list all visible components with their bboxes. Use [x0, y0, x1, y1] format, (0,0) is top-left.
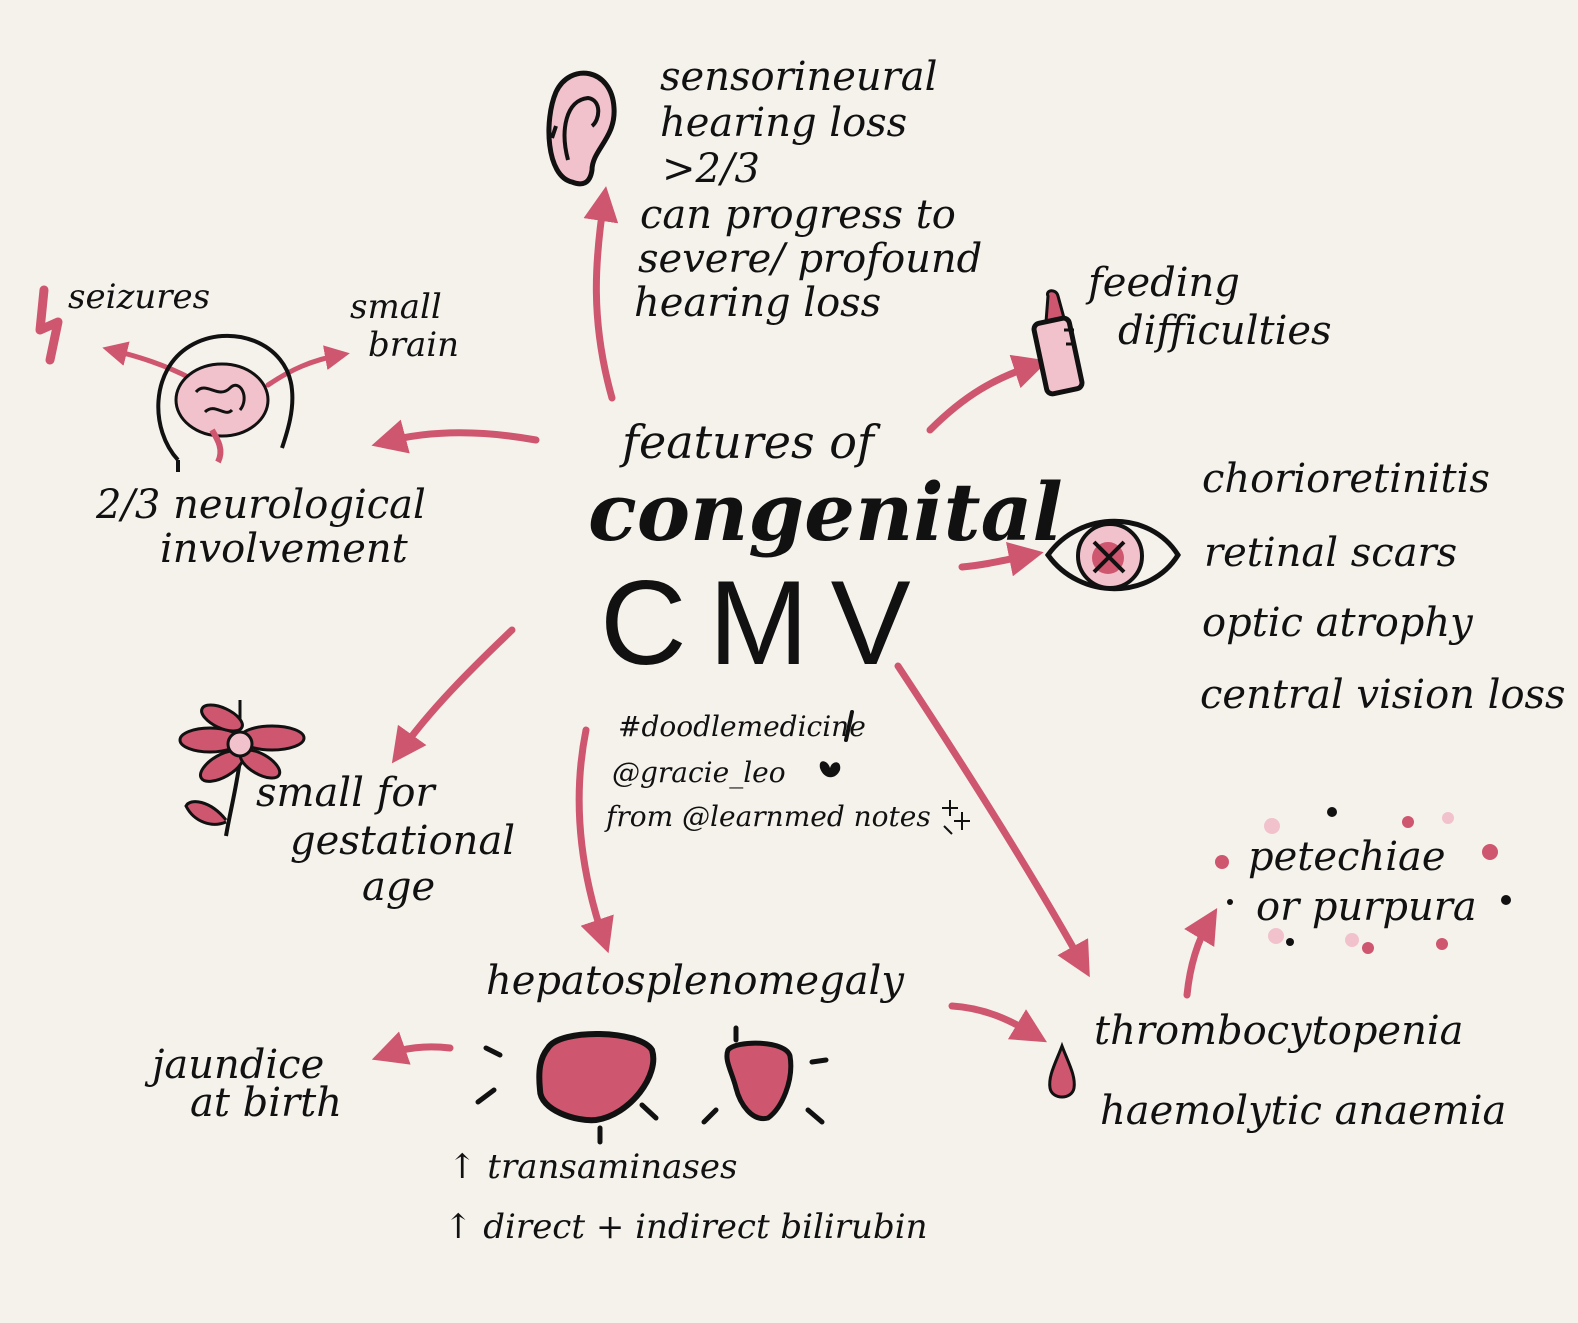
title-line-1: features of	[622, 415, 874, 469]
eye-line-1: chorioretinitis	[1202, 456, 1490, 502]
arrow-to-eye	[958, 541, 1044, 577]
hepato-label: hepatosplenomegaly	[486, 958, 904, 1004]
head-brain-icon	[156, 333, 295, 472]
seizures-label: seizures	[68, 277, 211, 317]
ear-icon	[546, 70, 617, 187]
arrow-to-small-brain	[265, 345, 350, 388]
jaundice-line-1: jaundice	[152, 1042, 325, 1088]
small-brain-line-1: small	[350, 287, 442, 327]
sga-line-2: gestational	[290, 818, 516, 864]
sparkle-icon	[942, 800, 970, 835]
small-brain-line-2: brain	[368, 325, 460, 365]
arrow-to-seizures	[102, 341, 193, 381]
hearing-line-2: hearing loss	[660, 100, 908, 146]
petechiae-dots	[1215, 807, 1511, 954]
arrow-to-thrombo	[948, 1002, 1048, 1043]
arrow-to-sga	[391, 626, 516, 764]
hearing-line-1: sensorineural	[660, 54, 938, 100]
petechiae-line-1: petechiae	[1248, 834, 1446, 880]
arrow-to-hepato	[575, 726, 614, 954]
title-line-2: congenital	[588, 465, 1063, 559]
hearing-line-6: hearing loss	[634, 280, 882, 326]
lightning-icon	[35, 285, 63, 365]
eye-line-3: optic atrophy	[1202, 600, 1473, 646]
eye-line-2: retinal scars	[1204, 530, 1458, 576]
title-line-3: CMV	[600, 556, 933, 690]
sga-line-3: age	[362, 864, 436, 910]
pencil-icon	[844, 710, 854, 742]
sga-line-1: small for	[256, 770, 435, 816]
hepato-lab-2: ↑ direct + indirect bilirubin	[444, 1207, 928, 1247]
hepato-lab-1: ↑ transaminases	[448, 1147, 738, 1187]
hearing-line-4: can progress to	[640, 192, 956, 238]
credit-hashtag: #doodlemedicine	[618, 710, 866, 743]
hearing-line-3: >2/3	[662, 146, 760, 192]
credit-author: @gracie_leo	[612, 756, 786, 789]
hearing-line-5: severe/ profound	[638, 236, 983, 282]
blood-line-1: thrombocytopenia	[1094, 1008, 1464, 1054]
arrow-to-feeding	[926, 354, 1049, 434]
credit-source: from @learnmed notes	[606, 800, 931, 833]
neuro-line-1: 2/3 neurological	[96, 482, 426, 528]
arrow-to-neuro	[371, 419, 540, 454]
eye-icon	[1044, 518, 1181, 592]
blood-line-2: haemolytic anaemia	[1100, 1088, 1507, 1134]
liver-icon	[475, 1031, 659, 1145]
jaundice-line-2: at birth	[190, 1080, 342, 1126]
eye-line-4: central vision loss	[1200, 672, 1566, 718]
spleen-icon	[701, 1025, 829, 1125]
bottle-icon	[1031, 289, 1085, 397]
feeding-line-1: feeding	[1088, 260, 1240, 306]
tulip-icon	[819, 761, 841, 778]
feeding-line-2: difficulties	[1118, 308, 1332, 354]
blood-drop-icon	[1048, 1041, 1076, 1099]
neuro-line-2: involvement	[160, 526, 408, 572]
arrow-to-hearing	[583, 186, 619, 402]
arrow-to-blood	[894, 662, 1090, 978]
flower-icon	[178, 700, 306, 837]
arrow-to-petechiae	[1183, 907, 1218, 999]
petechiae-line-2: or purpura	[1256, 884, 1477, 930]
arrow-to-jaundice	[371, 1031, 454, 1065]
